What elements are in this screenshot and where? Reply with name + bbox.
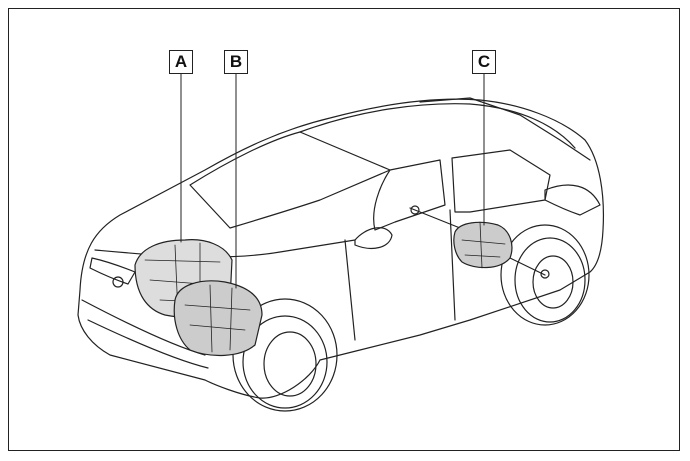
roof-line (299, 103, 576, 149)
callout-label-c: C (472, 50, 496, 74)
rear-wheel-arch (500, 224, 590, 326)
rear-motor-detail-lines (461, 221, 506, 269)
front-wheel (242, 315, 328, 409)
headlight (89, 257, 136, 285)
rear-wheel (514, 237, 586, 323)
rear-motor (453, 221, 513, 269)
front-transaxle-detail-lines (184, 284, 251, 353)
door-line (344, 209, 456, 341)
emblem (112, 276, 124, 288)
mirror (354, 227, 393, 249)
drive-shaft-joint (410, 205, 420, 215)
side-window (373, 159, 446, 231)
rear-wheel-rim (532, 255, 574, 309)
front-wheel-rim (263, 331, 317, 397)
spoiler (419, 97, 591, 161)
callout-label-b: B (224, 50, 248, 74)
callout-label-a: A (169, 50, 193, 74)
windshield (189, 131, 391, 229)
rear-light (544, 184, 601, 216)
diagram-frame (8, 8, 680, 451)
rear-window (451, 149, 551, 213)
front-transaxle (173, 280, 263, 357)
drive-shaft-joint (540, 269, 550, 279)
